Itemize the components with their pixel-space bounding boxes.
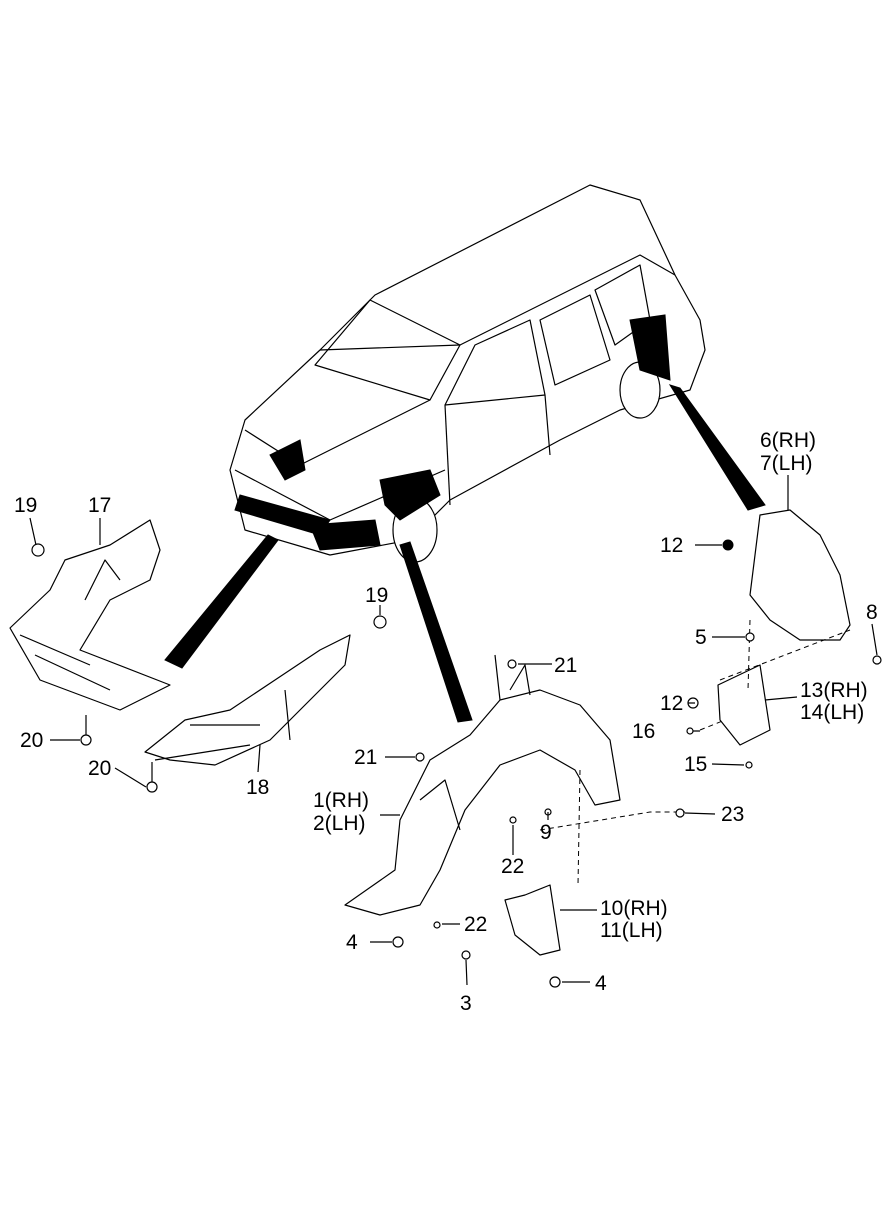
label-15: 15 (684, 753, 707, 776)
label-10-rh: 10(RH) (600, 897, 668, 920)
part-labels: 19 17 19 20 20 18 6(RH) 7(LH) 12 8 5 12 … (14, 429, 878, 1015)
label-16: 16 (632, 720, 655, 743)
front-wheel-guard (344, 654, 685, 988)
label-7-lh: 7(LH) (760, 452, 813, 475)
label-12: 12 (660, 692, 683, 715)
label-6-rh: 6(RH) (760, 429, 816, 452)
leader-front-guard (399, 541, 473, 723)
label-20: 20 (88, 757, 111, 780)
label-4: 4 (595, 972, 607, 995)
leader-under-cover (164, 534, 279, 669)
label-22: 22 (464, 913, 487, 936)
label-3: 3 (460, 992, 472, 1015)
label-19: 19 (14, 494, 37, 517)
under-cover-17 (9, 519, 171, 746)
label-23: 23 (721, 803, 744, 826)
label-19: 19 (365, 584, 388, 607)
label-5: 5 (695, 626, 707, 649)
leader-rear-guard (668, 384, 766, 511)
label-leader-lines (29, 475, 878, 986)
label-1-rh: 1(RH) (313, 789, 369, 812)
label-14-lh: 14(LH) (800, 701, 864, 724)
label-8: 8 (866, 601, 878, 624)
under-cover-18 (144, 615, 387, 793)
rear-wheel-guard (686, 509, 882, 769)
label-22: 22 (501, 855, 524, 878)
label-9: 9 (540, 821, 552, 844)
vehicle-illustration (229, 184, 706, 563)
label-2-lh: 2(LH) (313, 812, 366, 835)
label-4: 4 (346, 931, 358, 954)
label-21: 21 (354, 746, 377, 769)
label-12: 12 (660, 534, 683, 557)
label-18: 18 (246, 776, 269, 799)
label-13-rh: 13(RH) (800, 679, 868, 702)
label-20: 20 (20, 729, 43, 752)
label-21: 21 (554, 654, 577, 677)
label-11-lh: 11(LH) (600, 919, 663, 942)
label-17: 17 (88, 494, 111, 517)
